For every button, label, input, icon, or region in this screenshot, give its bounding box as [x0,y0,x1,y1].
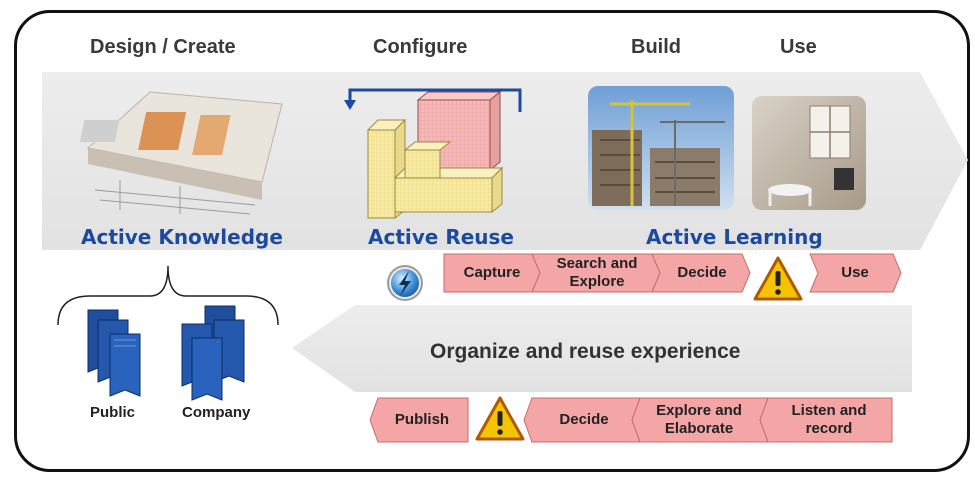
stage-header-build: Build [631,36,681,58]
label-active-reuse: Active Reuse [368,225,514,249]
label-active-learning: Active Learning [646,225,823,249]
source-company: Company [182,404,251,421]
step-search-and-explore: Search and Explore [556,255,638,290]
construction-photo [588,86,734,210]
step-publish: Publish [394,411,450,428]
step-explore-and-elaborate: Explore and Elaborate [656,402,742,437]
stage-header-configure: Configure [373,36,468,58]
label-active-knowledge: Active Knowledge [81,225,283,249]
top-step-shapes [443,253,902,293]
source-public: Public [90,404,136,421]
interior-photo [752,96,866,210]
bottom-step-shapes [369,397,893,443]
step-capture: Capture [463,264,521,281]
stage-header-design: Design / Create [90,36,236,58]
process-band-return [292,305,912,392]
step-decide-top: Decide [677,264,727,281]
sources-brace [57,265,279,326]
step-decide-bottom: Decide [559,411,609,428]
stage-header-use: Use [780,36,817,58]
configure-illustration [344,88,522,220]
organize-reuse-label: Organize and reuse experience [430,340,741,363]
floor-plan-illustration [79,91,283,215]
step-use: Use [841,264,869,281]
step-listen-and-record: Listen and record [791,402,867,437]
